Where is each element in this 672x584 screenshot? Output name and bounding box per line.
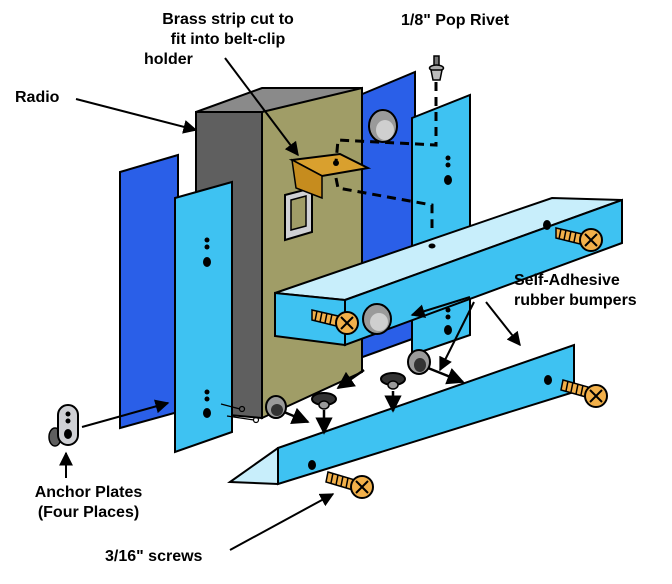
dashed-guides [334, 82, 438, 228]
brass-strip-icon [284, 152, 372, 242]
screw-icon [311, 309, 359, 335]
rubber-bumper-icon [368, 109, 398, 143]
bumpers-label-line2: rubber bumpers [514, 292, 637, 309]
screws-label: 3/16" screws [105, 548, 203, 565]
rubber-bumper-icon [380, 372, 406, 390]
screw-icon [325, 471, 374, 499]
bumper-arrows [283, 366, 465, 435]
brass-strip-label-line2: fit into belt-clip [170, 31, 286, 48]
brass-strip-label: Brass strip cut to fit into belt-clip ho… [138, 10, 318, 70]
bumpers-label: Self-Adhesive rubber bumpers [514, 271, 637, 311]
brass-strip-label-line3: holder [144, 51, 193, 68]
anchor-plates-label-line2: (Four Places) [37, 504, 140, 521]
bumpers-label-line1: Self-Adhesive [514, 272, 620, 289]
anchor-plates-label: Anchor Plates (Four Places) [16, 483, 161, 523]
rubber-bumper-icon [311, 392, 337, 410]
pop-rivet-icon [428, 55, 445, 81]
rubber-bumper-icon [407, 349, 431, 375]
screw-icon [555, 227, 603, 252]
anchor-plates-label-line1: Anchor Plates [34, 484, 143, 501]
rubber-bumper-icon [362, 303, 392, 335]
screw-icon [560, 379, 608, 408]
rubber-bumper-icon [265, 395, 287, 419]
front-left-bracket [119, 153, 260, 454]
brass-strip-label-line1: Brass strip cut to [162, 11, 294, 28]
radio-label: Radio [15, 89, 60, 106]
leader-arrows [59, 57, 521, 551]
anchor-plate-icon [48, 404, 79, 447]
pop-rivet-label: 1/8" Pop Rivet [401, 12, 510, 29]
